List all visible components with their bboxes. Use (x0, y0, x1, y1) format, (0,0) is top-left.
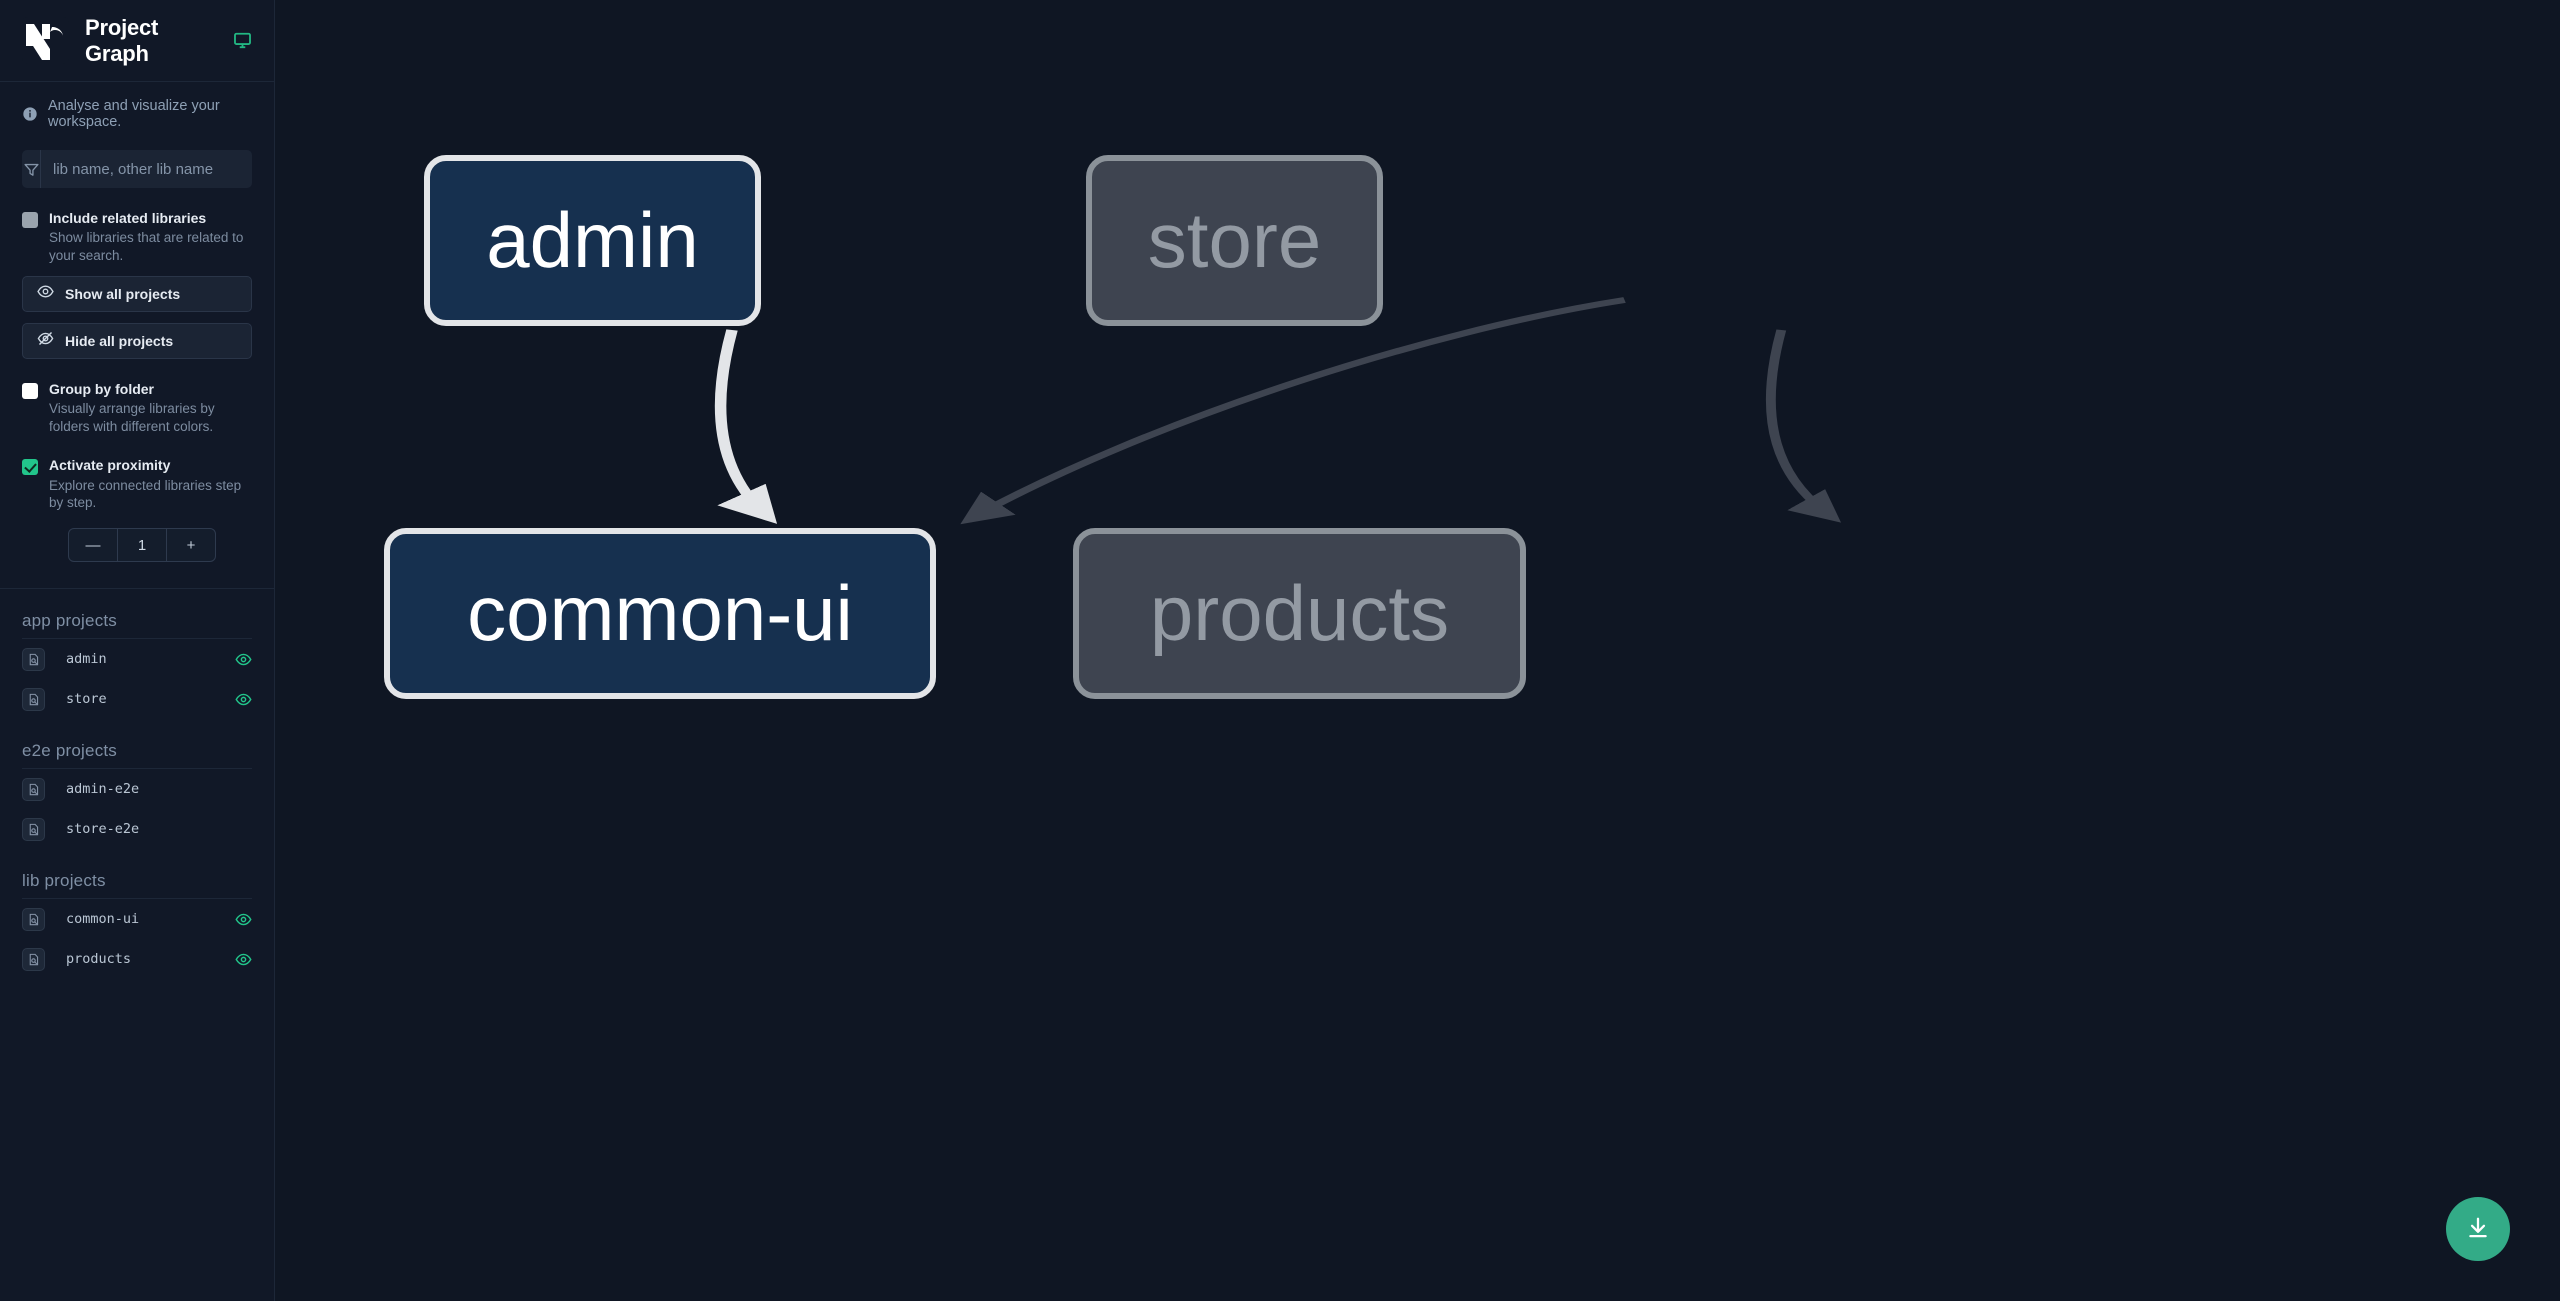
project-group-heading: app projects (22, 611, 118, 631)
group-by-folder-desc: Visually arrange libraries by folders wi… (49, 400, 215, 434)
hide-all-projects-button[interactable]: Hide all projects (22, 322, 252, 359)
option-group-by-folder[interactable]: Group by folder Visually arrange librari… (22, 381, 252, 436)
eye-off-icon (37, 330, 54, 352)
include-related-label: Include related libraries (49, 210, 207, 226)
toggle-visibility-eye-icon[interactable] (235, 951, 252, 968)
project-list-item-label: store-e2e (66, 821, 140, 838)
project-list-item-label: admin-e2e (66, 781, 140, 798)
tagline-text: Analyse and visualize your workspace. (48, 98, 220, 130)
graph-node-common-ui[interactable]: common-ui (384, 528, 936, 699)
info-icon (22, 106, 38, 122)
toggle-visibility-eye-icon[interactable] (235, 651, 252, 668)
graph-node-label: store (1147, 196, 1322, 284)
group-by-folder-checkbox[interactable] (22, 382, 38, 399)
toggle-visibility-eye-icon[interactable] (235, 691, 252, 708)
edge-store-to-products (1765, 329, 1842, 523)
edge-admin-to-common-ui (714, 329, 778, 524)
edge-store-to-common-ui (960, 297, 1626, 525)
project-list-item-store-e2e[interactable]: store-e2e (0, 809, 274, 849)
project-group-heading: lib projects (22, 871, 106, 891)
activate-proximity-label: Activate proximity (49, 457, 171, 474)
search-box[interactable] (22, 150, 252, 188)
search-input[interactable] (41, 160, 252, 178)
option-activate-proximity[interactable]: Activate proximity Explore connected lib… (22, 457, 252, 512)
project-file-icon (22, 687, 45, 711)
graph-node-label: products (1149, 569, 1450, 657)
hide-all-projects-label: Hide all projects (65, 332, 174, 349)
project-file-icon (22, 947, 45, 971)
project-list-item-label: common-ui (66, 911, 140, 928)
proximity-decrement-button[interactable]: — (85, 536, 101, 554)
filter-funnel-icon (22, 150, 41, 188)
project-list-item-products[interactable]: products (0, 939, 274, 979)
project-list-item-label: products (66, 951, 132, 968)
project-list-item-admin-e2e[interactable]: admin-e2e (0, 769, 274, 809)
project-group-heading: e2e projects (22, 741, 118, 761)
eye-icon (37, 283, 54, 305)
project-list-item-common-ui[interactable]: common-ui (0, 899, 274, 939)
page-title: Project Graph (85, 14, 159, 66)
tagline: Analyse and visualize your workspace. (0, 82, 274, 144)
graph-node-admin[interactable]: admin (424, 155, 761, 326)
group-by-folder-label: Group by folder (49, 380, 154, 397)
stepper-divider-right (166, 529, 167, 562)
project-groups: app projects admin store e2e projects ad… (0, 589, 274, 979)
include-related-desc: Show libraries that are related to your … (49, 230, 244, 263)
option-include-related-libraries[interactable]: Include related libraries Show libraries… (22, 210, 252, 265)
proximity-value: 1 (137, 536, 147, 554)
graph-edges (714, 297, 1842, 525)
project-list-item-admin[interactable]: admin (0, 639, 274, 679)
toggle-visibility-eye-icon[interactable] (235, 911, 252, 928)
nx-logo-icon (22, 17, 69, 64)
activate-proximity-checkbox[interactable] (22, 459, 38, 476)
proximity-increment-button[interactable]: + (186, 536, 196, 554)
sidebar: Project Graph Analyse and visualize your… (0, 0, 275, 1301)
graph-node-label: admin (486, 196, 699, 284)
activate-proximity-desc: Explore connected libraries step by step… (49, 477, 242, 511)
download-icon (2465, 1215, 2491, 1244)
graph-canvas[interactable]: admin store common-ui products (275, 0, 2560, 1301)
sidebar-divider (0, 588, 274, 590)
project-file-icon (22, 907, 45, 931)
monitor-icon[interactable] (233, 31, 252, 50)
sidebar-header: Project Graph (0, 0, 274, 82)
project-group-rule (22, 898, 252, 900)
project-file-icon (22, 777, 45, 801)
project-group-rule (22, 768, 252, 770)
include-related-checkbox[interactable] (22, 212, 38, 228)
project-list-item-label: store (66, 691, 107, 708)
project-file-icon (22, 647, 45, 671)
proximity-stepper[interactable]: — 1 + (68, 528, 216, 563)
project-file-icon (22, 817, 45, 841)
graph-node-label: common-ui (467, 569, 853, 657)
download-graph-button[interactable] (2446, 1197, 2510, 1261)
show-all-projects-button[interactable]: Show all projects (22, 275, 252, 312)
graph-node-products[interactable]: products (1073, 528, 1526, 699)
graph-node-store[interactable]: store (1086, 155, 1383, 326)
project-list-item-label: admin (66, 651, 107, 668)
project-group-rule (22, 638, 252, 640)
stepper-divider-left (117, 529, 118, 562)
project-list-item-store[interactable]: store (0, 679, 274, 719)
show-all-projects-label: Show all projects (65, 285, 181, 302)
